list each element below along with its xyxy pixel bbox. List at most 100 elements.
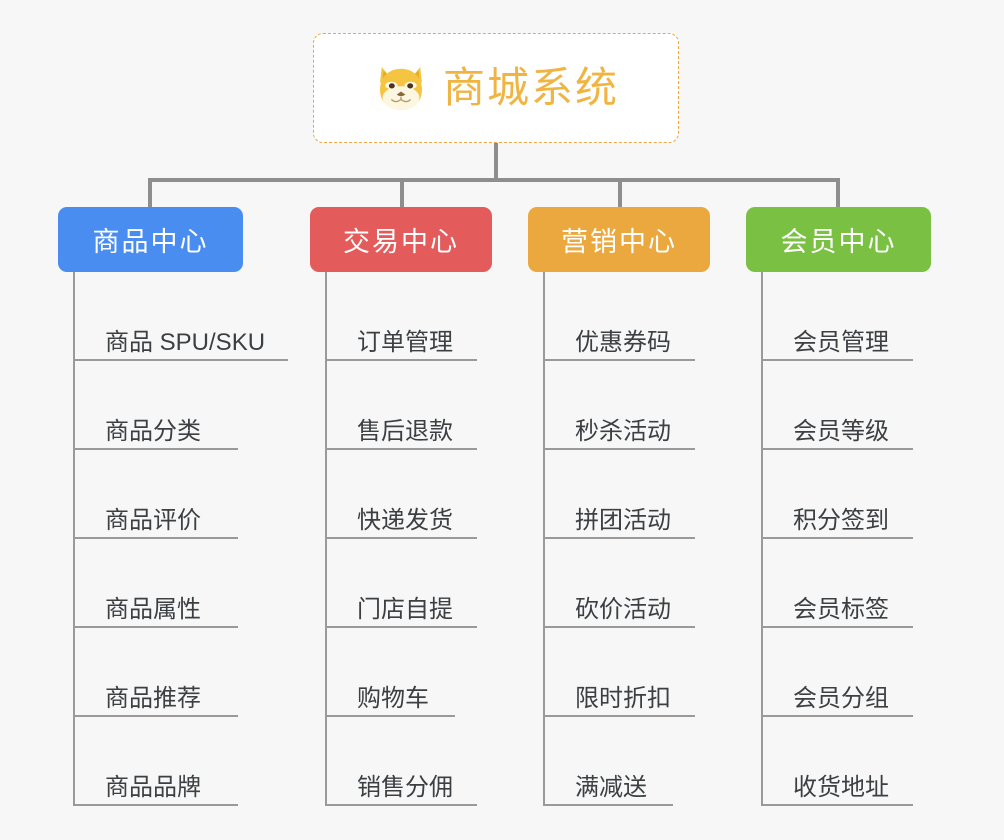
branch-column-1: 商品中心 商品 SPU/SKU 商品分类 商品评价 商品属性 商品推荐 商品品牌 <box>58 207 288 806</box>
leaf-label: 商品推荐 <box>105 685 201 712</box>
leaf-item[interactable]: 商品推荐 <box>73 628 243 717</box>
leaf-item[interactable]: 收货地址 <box>761 717 931 806</box>
leaf-item[interactable]: 门店自提 <box>325 539 492 628</box>
leaf-underline <box>73 804 238 806</box>
leaf-item[interactable]: 会员管理 <box>761 272 931 361</box>
leaf-list-4: 会员管理 会员等级 积分签到 会员标签 会员分组 收货地址 <box>761 272 931 806</box>
branch-header-4[interactable]: 会员中心 <box>746 207 931 272</box>
leaf-label: 购物车 <box>357 685 429 712</box>
leaf-label: 商品 SPU/SKU <box>105 329 266 356</box>
leaf-item[interactable]: 购物车 <box>325 628 492 717</box>
connector-drop-3 <box>618 178 622 208</box>
leaf-label: 砍价活动 <box>575 596 671 623</box>
leaf-label: 订单管理 <box>357 329 453 356</box>
leaf-item[interactable]: 优惠券码 <box>543 272 710 361</box>
leaf-label: 会员等级 <box>793 418 889 445</box>
leaf-underline <box>761 804 913 806</box>
leaf-label: 限时折扣 <box>575 685 671 712</box>
leaf-underline <box>73 715 238 717</box>
leaf-spine-4 <box>761 272 763 806</box>
root-node[interactable]: 商城系统 <box>313 33 679 143</box>
connector-drop-4 <box>836 178 840 208</box>
leaf-underline <box>325 715 455 717</box>
leaf-item[interactable]: 秒杀活动 <box>543 361 710 450</box>
leaf-underline <box>73 626 238 628</box>
leaf-item[interactable]: 商品品牌 <box>73 717 243 806</box>
leaf-item[interactable]: 商品 SPU/SKU <box>73 272 288 361</box>
leaf-underline <box>761 359 913 361</box>
leaf-label: 收货地址 <box>793 774 889 801</box>
leaf-item[interactable]: 拼团活动 <box>543 450 710 539</box>
leaf-list-2: 订单管理 售后退款 快递发货 门店自提 购物车 销售分佣 <box>325 272 492 806</box>
branch-column-4: 会员中心 会员管理 会员等级 积分签到 会员标签 会员分组 收货地址 <box>746 207 931 806</box>
leaf-underline <box>73 448 238 450</box>
leaf-item[interactable]: 限时折扣 <box>543 628 710 717</box>
leaf-label: 会员标签 <box>793 596 889 623</box>
leaf-item[interactable]: 满减送 <box>543 717 710 806</box>
branch-header-label-3: 营销中心 <box>561 227 677 257</box>
leaf-label: 快递发货 <box>357 507 453 534</box>
branch-header-label-4: 会员中心 <box>780 227 897 257</box>
leaf-underline <box>543 359 695 361</box>
branch-column-3: 营销中心 优惠券码 秒杀活动 拼团活动 砍价活动 限时折扣 满减送 <box>528 207 710 806</box>
leaf-label: 优惠券码 <box>575 329 671 356</box>
branch-header-label-2: 交易中心 <box>343 227 459 257</box>
leaf-label: 会员分组 <box>793 685 889 712</box>
leaf-underline <box>73 359 288 361</box>
connector-horizontal-bus <box>148 178 840 182</box>
leaf-item[interactable]: 会员等级 <box>761 361 931 450</box>
leaf-item[interactable]: 会员分组 <box>761 628 931 717</box>
leaf-underline <box>761 448 913 450</box>
leaf-item[interactable]: 会员标签 <box>761 539 931 628</box>
leaf-item[interactable]: 商品评价 <box>73 450 243 539</box>
leaf-underline <box>325 359 477 361</box>
leaf-underline <box>543 715 695 717</box>
leaf-underline <box>761 537 913 539</box>
leaf-label: 拼团活动 <box>575 507 671 534</box>
leaf-label: 会员管理 <box>793 329 889 356</box>
connector-root-stem <box>494 143 498 182</box>
leaf-list-1: 商品 SPU/SKU 商品分类 商品评价 商品属性 商品推荐 商品品牌 <box>73 272 288 806</box>
leaf-underline <box>543 804 673 806</box>
shiba-dog-face-icon <box>379 67 422 110</box>
leaf-item[interactable]: 订单管理 <box>325 272 492 361</box>
leaf-item[interactable]: 砍价活动 <box>543 539 710 628</box>
branch-header-3[interactable]: 营销中心 <box>528 207 710 272</box>
leaf-item[interactable]: 售后退款 <box>325 361 492 450</box>
leaf-label: 销售分佣 <box>357 774 453 801</box>
leaf-item[interactable]: 快递发货 <box>325 450 492 539</box>
connector-drop-2 <box>400 178 404 208</box>
leaf-label: 商品属性 <box>105 596 201 623</box>
leaf-underline <box>325 804 477 806</box>
leaf-underline <box>761 715 913 717</box>
leaf-underline <box>325 626 477 628</box>
leaf-list-3: 优惠券码 秒杀活动 拼团活动 砍价活动 限时折扣 满减送 <box>543 272 710 806</box>
leaf-underline <box>325 537 477 539</box>
leaf-underline <box>543 626 695 628</box>
leaf-label: 满减送 <box>575 774 647 801</box>
branch-header-1[interactable]: 商品中心 <box>58 207 243 272</box>
leaf-item[interactable]: 商品分类 <box>73 361 243 450</box>
branch-header-label-1: 商品中心 <box>92 227 209 257</box>
branch-column-2: 交易中心 订单管理 售后退款 快递发货 门店自提 购物车 销售分佣 <box>310 207 492 806</box>
leaf-spine-2 <box>325 272 327 806</box>
leaf-underline <box>325 448 477 450</box>
leaf-label: 秒杀活动 <box>575 418 671 445</box>
leaf-item[interactable]: 商品属性 <box>73 539 243 628</box>
leaf-item[interactable]: 积分签到 <box>761 450 931 539</box>
leaf-spine-3 <box>543 272 545 806</box>
leaf-label: 门店自提 <box>357 596 453 623</box>
connector-drop-1 <box>148 178 152 208</box>
leaf-underline <box>73 537 238 539</box>
leaf-label: 商品评价 <box>105 507 201 534</box>
leaf-spine-1 <box>73 272 75 806</box>
leaf-label: 商品品牌 <box>105 774 201 801</box>
branch-header-2[interactable]: 交易中心 <box>310 207 492 272</box>
leaf-underline <box>543 537 695 539</box>
root-title: 商城系统 <box>442 64 619 111</box>
leaf-label: 积分签到 <box>793 507 889 534</box>
leaf-underline <box>543 448 695 450</box>
leaf-label: 售后退款 <box>357 418 453 445</box>
leaf-item[interactable]: 销售分佣 <box>325 717 492 806</box>
